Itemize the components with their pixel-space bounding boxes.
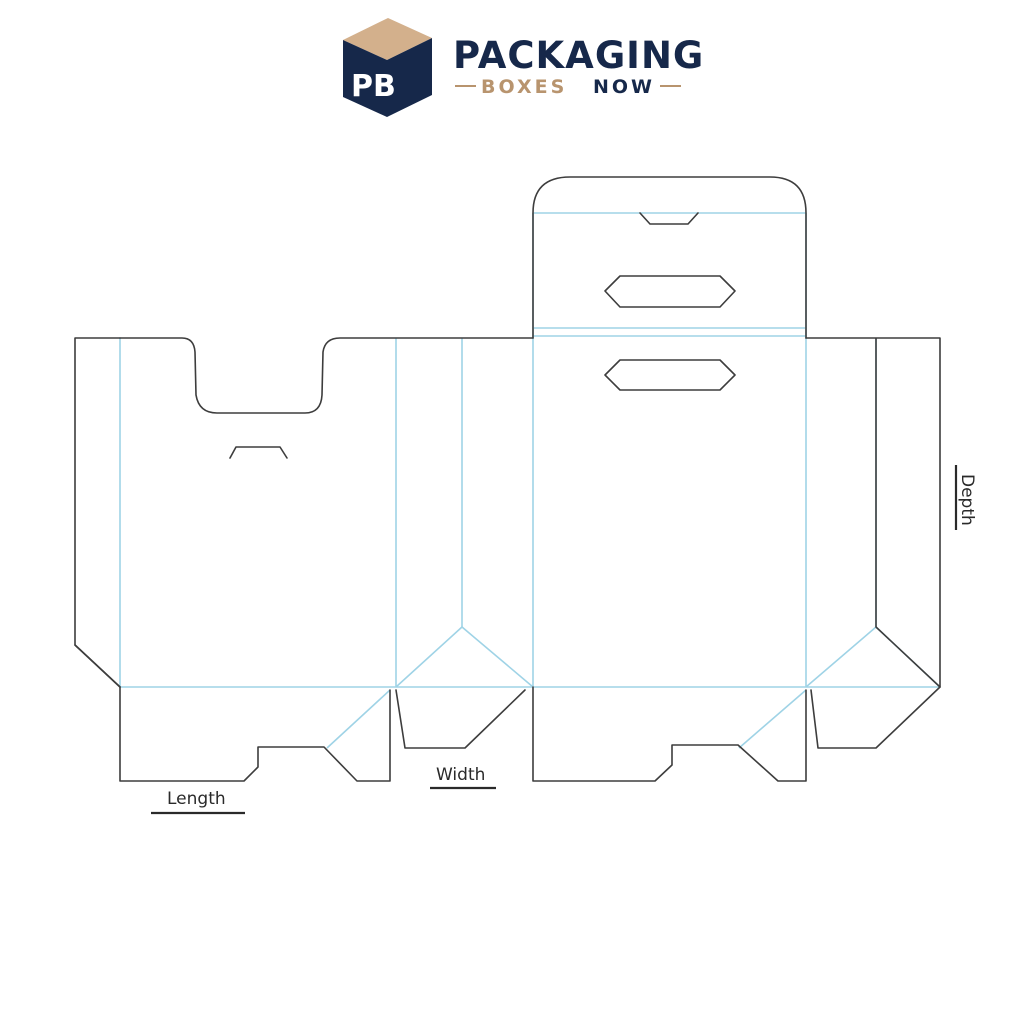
brand-name-primary: PACKAGING — [453, 34, 704, 77]
cut-lines — [74, 176, 941, 782]
handle-hole-upper — [604, 275, 736, 308]
handle-holes — [604, 275, 736, 391]
brand-name-tertiary: NOW — [593, 76, 655, 98]
dimension-width: Width — [430, 765, 496, 790]
dimension-depth: Depth — [954, 465, 977, 530]
brand-name-secondary: BOXES — [481, 76, 567, 98]
box-logo-icon: PB — [343, 18, 432, 117]
brand-logo: PB PACKAGING BOXES NOW — [343, 18, 704, 117]
monogram-text: PB — [351, 69, 396, 104]
length-label: Length — [167, 789, 226, 809]
width-label: Width — [436, 765, 485, 785]
depth-label: Depth — [957, 474, 977, 526]
handle-hole-lower — [604, 359, 736, 391]
dimension-length: Length — [151, 789, 245, 815]
fold-lines — [119, 212, 941, 749]
